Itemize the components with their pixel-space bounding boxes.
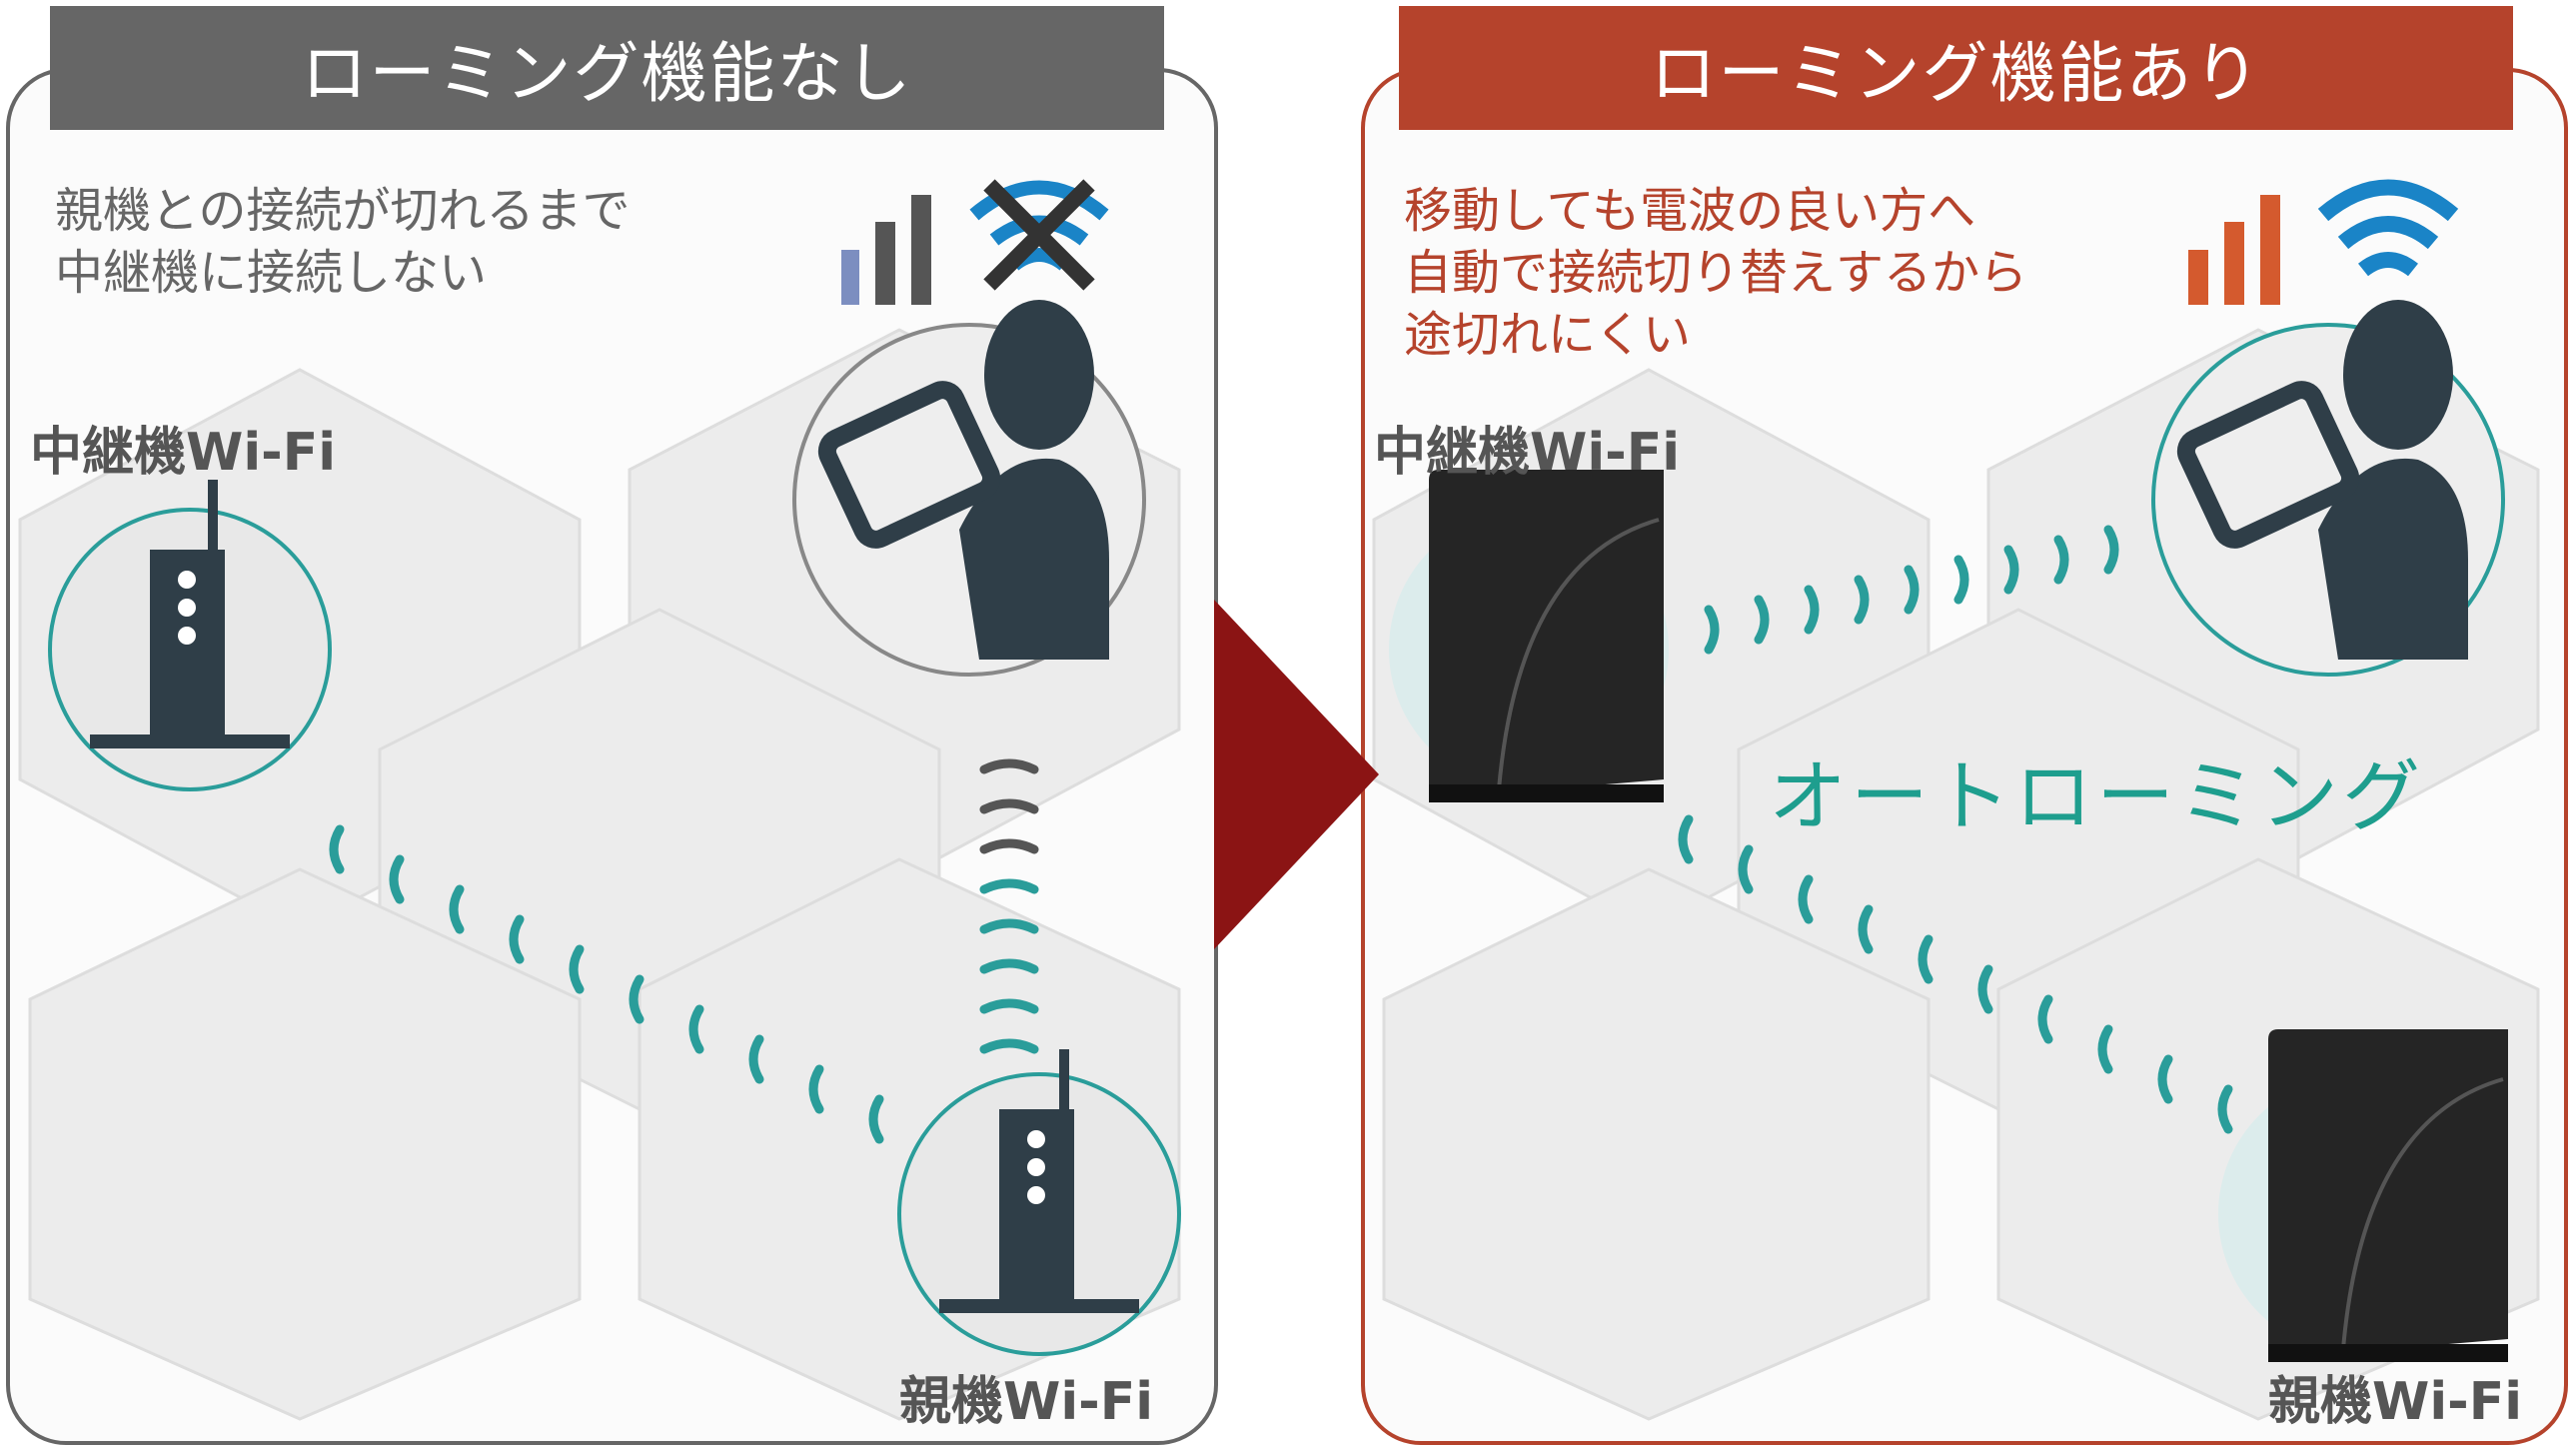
right-description: 移動しても電波の良い方へ 自動で接続切り替えするから 途切れにくい <box>1404 180 2027 366</box>
signal-bars-icon <box>841 195 931 305</box>
description-line: 移動しても電波の良い方へ <box>1404 183 1976 239</box>
left-repeater-label: 中継機Wi-Fi <box>30 423 337 483</box>
signal-wave-router-to-repeater <box>1678 814 2233 1134</box>
repeater-router-device-icon <box>1389 470 1669 802</box>
arrow-right-icon <box>1214 600 1379 949</box>
left-description: 親機との接続が切れるまで 中継機に接続しない <box>55 180 631 304</box>
router-device-icon <box>2218 1029 2508 1362</box>
description-line: 親機との接続が切れるまで <box>55 183 631 239</box>
description-line: 途切れにくい <box>1404 307 1692 363</box>
signal-bars-icon <box>2188 195 2280 305</box>
signal-wave-router-to-tablet <box>979 758 1039 1054</box>
repeater-icon <box>48 480 332 791</box>
person-tablet-icon <box>792 300 1146 677</box>
description-line: 自動で接続切り替えするから <box>1404 245 2028 301</box>
right-repeater-label: 中継機Wi-Fi <box>1374 423 1681 483</box>
description-line: 中継機に接続しない <box>55 245 488 301</box>
router-icon <box>897 1049 1181 1356</box>
left-router-label: 親機Wi-Fi <box>899 1372 1154 1432</box>
right-header: ローミング機能あり <box>1399 6 2513 130</box>
person-tablet-icon <box>2151 300 2505 677</box>
wifi-icon <box>2317 179 2459 277</box>
wifi-crossed-icon <box>969 179 1109 291</box>
left-header: ローミング機能なし <box>50 6 1164 130</box>
auto-roaming-label: オートローミング <box>1769 752 2425 842</box>
right-router-label: 親機Wi-Fi <box>2268 1372 2523 1432</box>
signal-wave-repeater-to-router <box>329 824 884 1144</box>
signal-wave-to-tablet <box>1704 525 2119 655</box>
